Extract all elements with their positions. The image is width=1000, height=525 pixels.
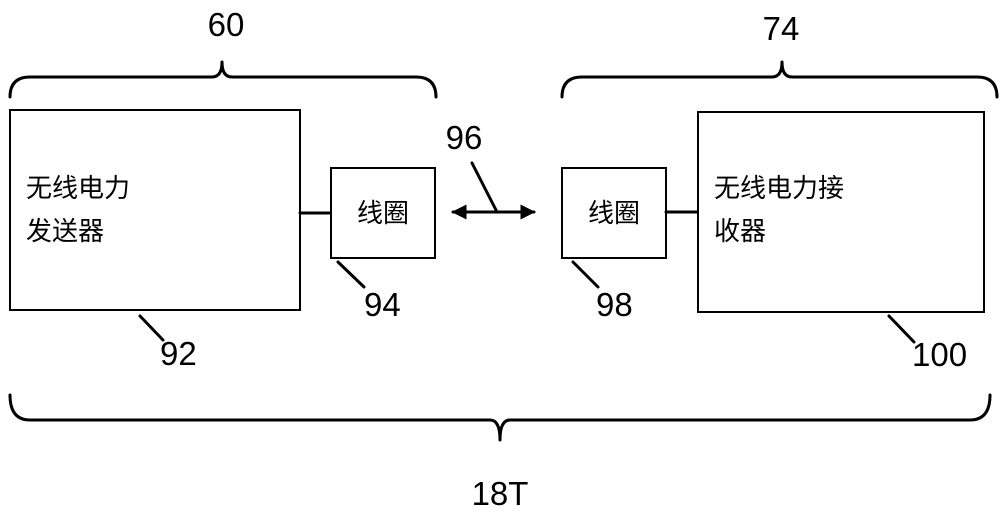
receiver-coil-leader-line bbox=[573, 262, 598, 287]
wireless-power-transmitter-box bbox=[10, 110, 300, 310]
transmitter-coil-ref-label: 94 bbox=[364, 286, 401, 323]
coupling-leader-line bbox=[472, 163, 497, 212]
receiver-ref-label: 100 bbox=[912, 336, 967, 373]
receiver-coil-ref-label: 98 bbox=[596, 286, 633, 323]
transmitter-label-line1: 无线电力 bbox=[26, 174, 130, 204]
system-brace bbox=[10, 395, 990, 440]
receiver-label-line1: 无线电力接 bbox=[714, 174, 844, 204]
transmitter-coil-leader-line bbox=[338, 262, 364, 287]
receiver-group-label: 74 bbox=[763, 10, 800, 47]
transmitter-ref-label: 92 bbox=[160, 335, 197, 372]
receiver-leader-line bbox=[889, 316, 914, 342]
receiver-group-brace bbox=[562, 62, 997, 97]
receiver-coil-label: 线圈 bbox=[588, 199, 640, 229]
transmitter-group-brace bbox=[10, 62, 436, 97]
transmitter-group-label: 60 bbox=[208, 6, 245, 43]
transmitter-label-line2: 发送器 bbox=[26, 217, 104, 247]
coupling-label: 96 bbox=[446, 119, 483, 156]
receiver-label-line2: 收器 bbox=[714, 217, 766, 247]
wireless-power-receiver-box bbox=[698, 112, 984, 312]
system-label: 18T bbox=[472, 475, 529, 512]
transmitter-coil-label: 线圈 bbox=[357, 199, 409, 229]
